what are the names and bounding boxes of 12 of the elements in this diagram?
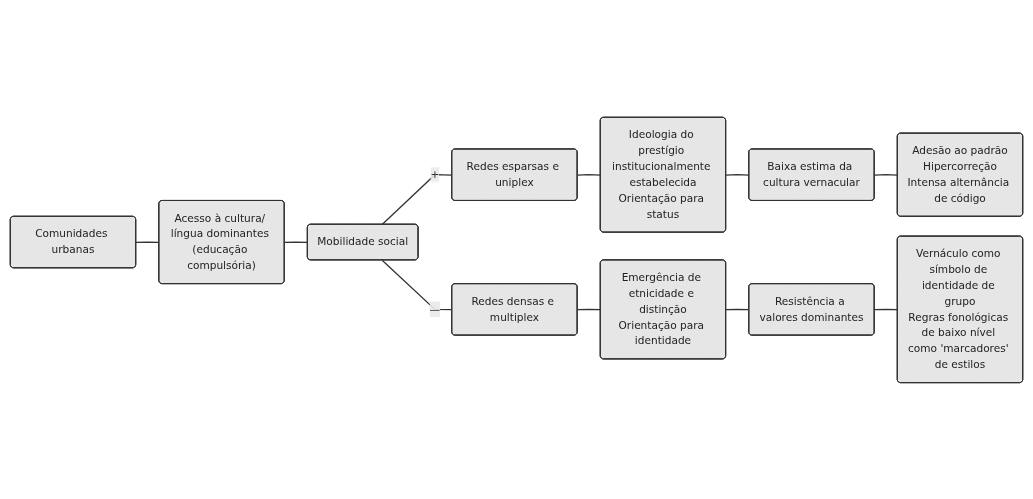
connector (381, 259, 453, 310)
connector (381, 173, 453, 225)
connector (873, 173, 899, 176)
connector (725, 173, 750, 176)
connector (873, 308, 899, 310)
connector (576, 173, 602, 176)
connector (725, 308, 750, 310)
connector (576, 308, 602, 310)
connector (135, 240, 160, 243)
edge-label: + (430, 167, 440, 181)
connector (283, 240, 309, 243)
edge-label: — (429, 302, 441, 315)
